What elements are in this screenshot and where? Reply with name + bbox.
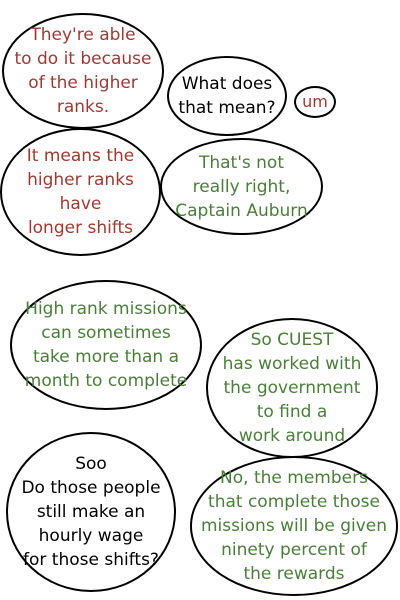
speech-bubble-longer-shifts: It means the higher ranks have longer sh… [0, 128, 161, 256]
speech-bubble-not-right: That's not really right, Captain Auburn [160, 138, 323, 235]
speech-bubble-cuest-work-around: So CUEST has worked with the government … [206, 318, 378, 458]
speech-bubble-what-does-that-mean: What does that mean? [167, 56, 287, 136]
speech-bubble-um: um [294, 86, 336, 118]
speech-bubble-high-rank-missions: High rank missions can sometimes take mo… [10, 280, 202, 410]
speech-bubble-rewards: No, the members that complete those miss… [190, 456, 398, 596]
speech-bubble-higher-ranks: They're able to do it because of the hig… [2, 13, 164, 129]
speech-bubble-hourly-wage: Soo Do those people still make an hourly… [6, 432, 176, 592]
